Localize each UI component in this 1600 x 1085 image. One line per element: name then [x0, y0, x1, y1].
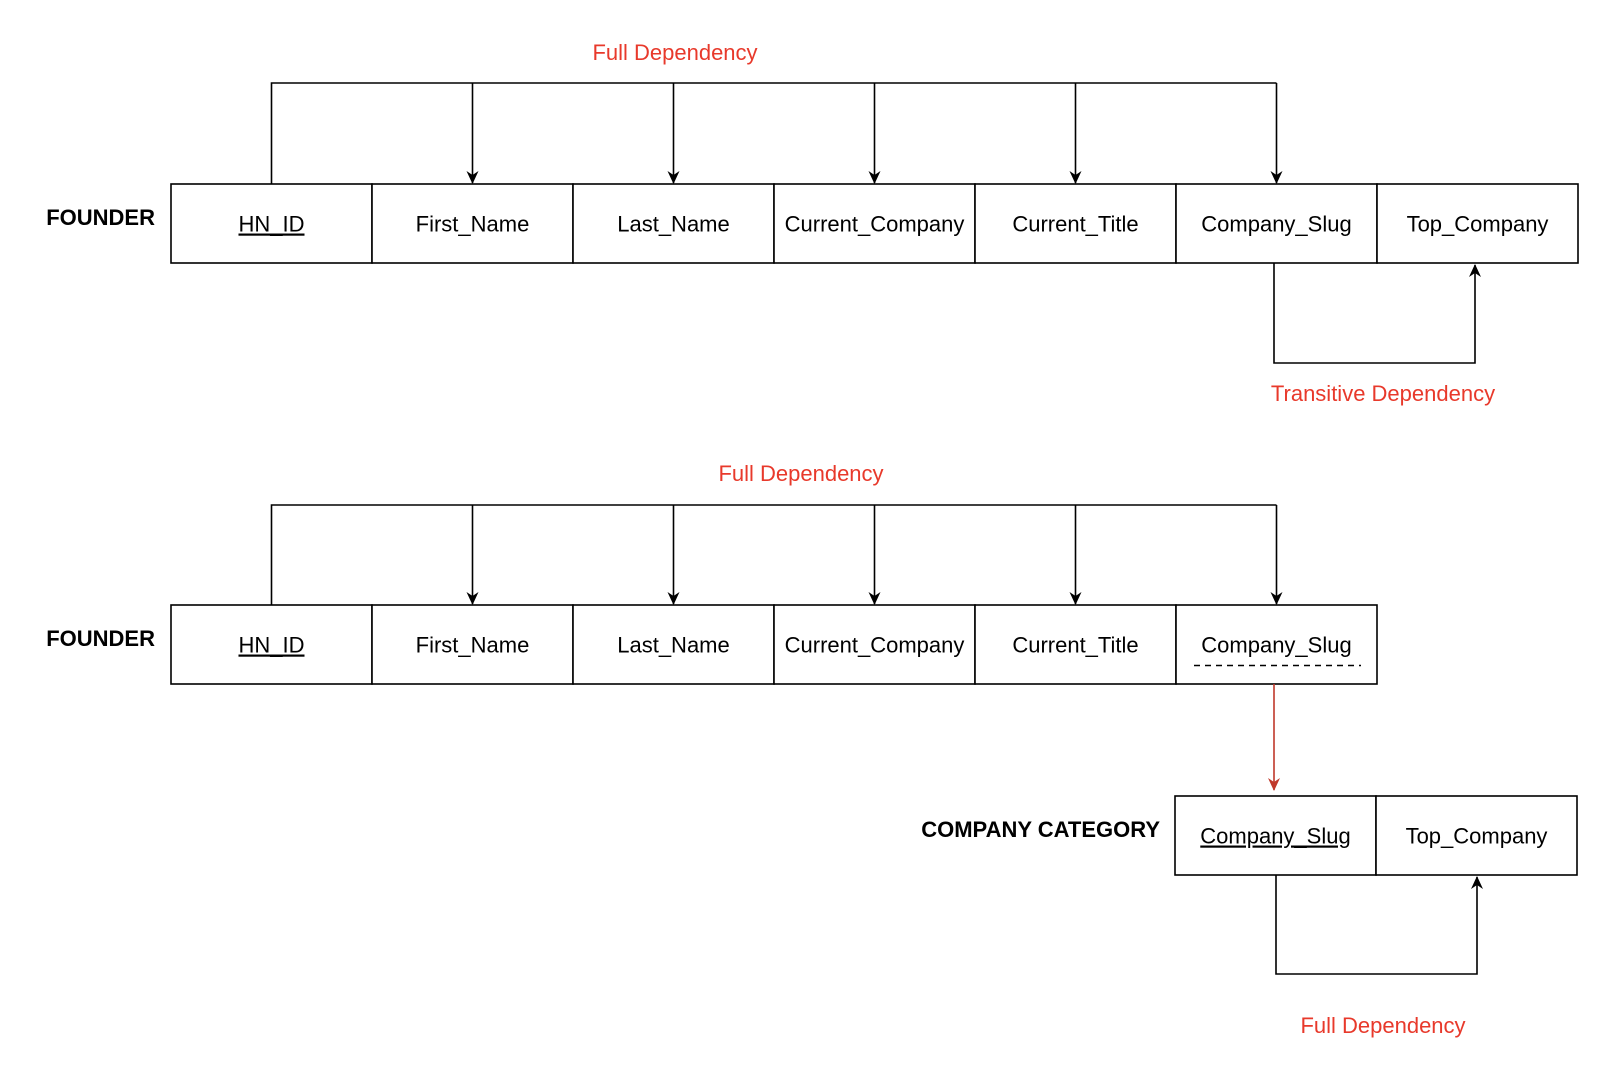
company-category-dependency-arrow — [1275, 875, 1483, 975]
column-name: Last_Name — [617, 212, 730, 237]
column-cell-top-company: Top_Company — [1375, 795, 1578, 876]
founder-after-table: FOUNDER HN_ID First_Name Last_Name Current_… — [46, 604, 1378, 685]
company-category-full-dependency: Full Dependency — [1275, 875, 1483, 1038]
column-cell-border — [1175, 604, 1378, 685]
founder-before-table: FOUNDER HN_ID First_Name Last_Name Current_… — [46, 183, 1579, 264]
column-name: Current_Title — [1012, 633, 1138, 658]
founder-after-label: FOUNDER — [46, 626, 155, 651]
column-cell-current-title: Current_Title — [974, 604, 1177, 685]
transitive-dependency-arrow — [1273, 263, 1481, 364]
transitive-dependency-label: Transitive Dependency — [1271, 381, 1495, 406]
column-cell-border — [1376, 183, 1579, 264]
column-cell-border — [170, 183, 373, 264]
column-cell-border — [572, 183, 775, 264]
column-cell-border — [773, 604, 976, 685]
column-cell-border — [1175, 183, 1378, 264]
founder-before-full-dependency-label: Full Dependency — [592, 40, 757, 65]
dependency-bracket — [270, 504, 1277, 605]
column-cell-last-name: Last_Name — [572, 604, 775, 685]
column-name: First_Name — [416, 212, 530, 237]
column-cell-first-name: First_Name — [371, 183, 574, 264]
column-cell-current-title: Current_Title — [974, 183, 1177, 264]
column-name: Current_Title — [1012, 212, 1138, 237]
column-cell-hn-id: HN_ID — [170, 183, 373, 264]
column-name: Top_Company — [1406, 824, 1548, 849]
founder-before-cells: HN_ID First_Name Last_Name Current_Company C… — [170, 183, 1579, 264]
company-category-label: COMPANY CATEGORY — [921, 817, 1160, 842]
column-name: Company_Slug — [1201, 633, 1351, 658]
dependency-bracket — [270, 82, 1277, 184]
column-cell-border — [974, 183, 1177, 264]
column-cell-company-slug: Company_Slug — [1174, 795, 1377, 876]
column-name: First_Name — [416, 633, 530, 658]
founder-before-transitive-dependency: Transitive Dependency — [1271, 263, 1495, 406]
column-cell-company-slug: Company_Slug — [1175, 183, 1378, 264]
column-name: Current_Company — [785, 212, 965, 237]
full-dependency-arrows — [270, 504, 1283, 605]
column-cell-border — [1174, 795, 1377, 876]
full-dependency-arrows — [270, 82, 1283, 184]
column-name: Top_Company — [1407, 212, 1549, 237]
column-cell-company-slug: Company_Slug — [1175, 604, 1378, 685]
column-name: Current_Company — [785, 633, 965, 658]
column-cell-first-name: First_Name — [371, 604, 574, 685]
column-cell-border — [371, 604, 574, 685]
founder-after-full-dependency-label: Full Dependency — [718, 461, 883, 486]
column-cell-border — [773, 183, 976, 264]
column-name: Company_Slug — [1200, 824, 1350, 849]
column-name: HN_ID — [238, 212, 304, 237]
column-name: HN_ID — [238, 633, 304, 658]
column-cell-hn-id: HN_ID — [170, 604, 373, 685]
company-category-cells: Company_Slug Top_Company — [1174, 795, 1578, 876]
founder-after-full-dependency: Full Dependency — [270, 461, 1283, 605]
founder-after-cells: HN_ID First_Name Last_Name Current_Company C… — [170, 604, 1378, 685]
column-name: Company_Slug — [1201, 212, 1351, 237]
company-category-table: COMPANY CATEGORY Company_Slug Top_Company — [921, 795, 1578, 876]
column-cell-top-company: Top_Company — [1376, 183, 1579, 264]
column-cell-last-name: Last_Name — [572, 183, 775, 264]
column-name: Last_Name — [617, 633, 730, 658]
company-category-full-dependency-label: Full Dependency — [1300, 1013, 1465, 1038]
column-cell-current-company: Current_Company — [773, 183, 976, 264]
column-cell-border — [371, 183, 574, 264]
column-cell-current-company: Current_Company — [773, 604, 976, 685]
column-cell-border — [1375, 795, 1578, 876]
founder-before-full-dependency: Full Dependency — [270, 40, 1283, 184]
founder-before-label: FOUNDER — [46, 205, 155, 230]
